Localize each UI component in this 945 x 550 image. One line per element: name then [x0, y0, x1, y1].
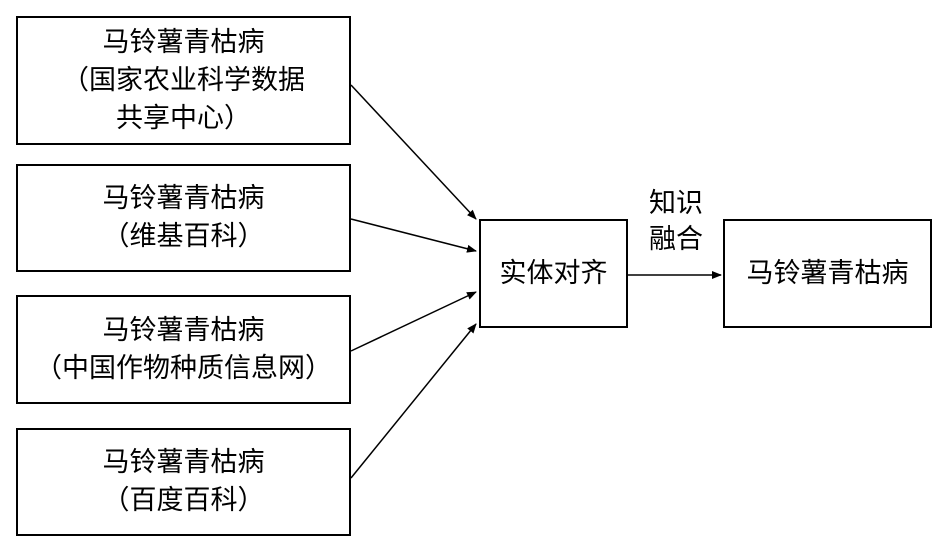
source-box-national-agri-data-center: 马铃薯青枯病 （国家农业科学数据 共享中心）: [16, 16, 351, 145]
source-title: 马铃薯青枯病: [102, 447, 265, 478]
source-title: 马铃薯青枯病: [102, 26, 265, 58]
knowledge-fusion-label: 知识 融合: [643, 186, 709, 258]
source-title: 马铃薯青枯病: [102, 314, 265, 346]
arrow-source-1-to-alignment: [350, 84, 477, 220]
arrow-source-3-to-alignment: [350, 291, 477, 352]
source-box-crop-germplasm-network: 马铃薯青枯病 （中国作物种质信息网）: [16, 295, 351, 404]
arrow-source-2-to-alignment: [350, 218, 477, 253]
arrow-source-4-to-alignment: [350, 323, 477, 479]
knowledge-fusion-line-1: 知识: [649, 188, 703, 219]
source-box-wikipedia: 马铃薯青枯病 （维基百科）: [16, 164, 351, 272]
fused-entity-box: 马铃薯青枯病: [723, 219, 932, 328]
entity-alignment-label: 实体对齐: [499, 257, 608, 289]
source-origin: （中国作物种质信息网）: [35, 352, 332, 384]
source-origin: （维基百科）: [102, 221, 265, 252]
fused-entity-label: 马铃薯青枯病: [746, 257, 909, 289]
entity-alignment-box: 实体对齐: [479, 219, 628, 328]
source-origin-continued: 共享中心）: [116, 102, 251, 134]
source-origin: （国家农业科学数据: [62, 64, 305, 96]
source-box-baidu-baike: 马铃薯青枯病 （百度百科）: [16, 428, 351, 536]
source-origin: （百度百科）: [102, 485, 265, 516]
knowledge-fusion-line-2: 融合: [649, 224, 703, 255]
source-title: 马铃薯青枯病: [102, 183, 265, 214]
